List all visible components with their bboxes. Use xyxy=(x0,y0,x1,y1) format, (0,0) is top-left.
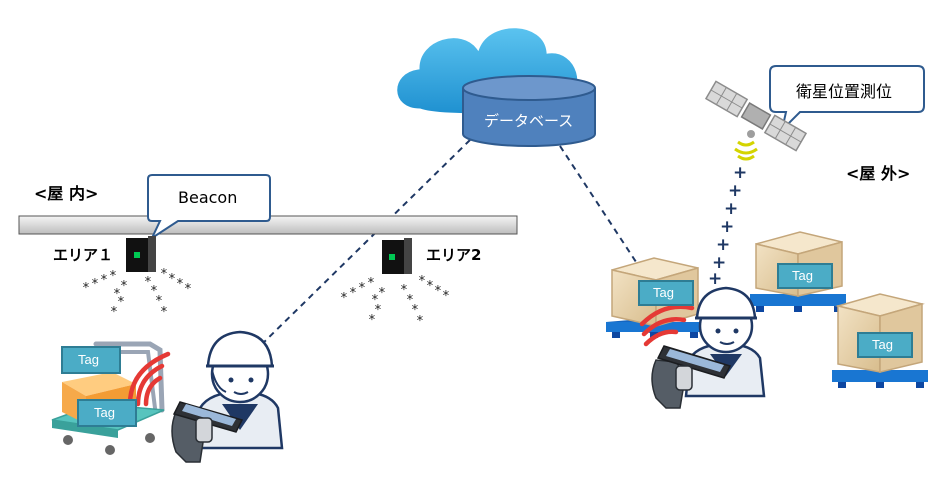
database-label: データベース xyxy=(484,112,574,130)
svg-text:*: * xyxy=(442,289,450,304)
beacon-emission-area2: **** **** **** **** xyxy=(340,274,450,329)
worker-icon xyxy=(684,286,766,398)
area1-label: エリア１ xyxy=(53,246,114,264)
rfid-wave-icon xyxy=(127,351,171,407)
line-db-to-indoor-worker xyxy=(257,139,471,349)
beacon-callout xyxy=(147,174,271,241)
svg-text:*: * xyxy=(349,286,357,301)
tag-icon xyxy=(777,263,833,289)
svg-text:*: * xyxy=(117,295,125,310)
svg-text:*: * xyxy=(358,281,366,296)
rfid-wave-icon xyxy=(639,304,695,347)
area2-label: エリア2 xyxy=(426,246,482,264)
svg-text:*: * xyxy=(371,293,379,308)
svg-text:*: * xyxy=(109,269,117,284)
tag-label: Tag xyxy=(792,268,813,283)
svg-text:*: * xyxy=(368,313,376,328)
svg-text:*: * xyxy=(406,293,414,308)
svg-text:*: * xyxy=(82,281,90,296)
line-db-to-outdoor-worker xyxy=(559,145,641,269)
tag-label: Tag xyxy=(872,337,893,352)
svg-text:*: * xyxy=(113,287,121,302)
handheld-scanner-icon xyxy=(171,401,244,463)
pallet-icon xyxy=(832,370,928,388)
svg-text:*: * xyxy=(400,283,408,298)
beacon-device-icon xyxy=(126,236,156,272)
svg-text:*: * xyxy=(374,303,382,318)
svg-text:*: * xyxy=(426,279,434,294)
svg-text:*: * xyxy=(416,314,424,329)
satellite-link-plus-signs: + + + + + + + xyxy=(708,163,747,289)
satellite-icon xyxy=(704,80,808,152)
svg-text:+: + xyxy=(712,253,726,273)
svg-text:*: * xyxy=(184,282,192,297)
svg-text:*: * xyxy=(411,303,419,318)
svg-text:*: * xyxy=(340,291,348,306)
svg-text:+: + xyxy=(708,269,722,289)
tag-icon xyxy=(638,280,694,306)
tag-label: Tag xyxy=(94,405,115,420)
svg-text:*: * xyxy=(150,284,158,299)
outdoor-label: <屋 外> xyxy=(846,164,911,183)
svg-text:*: * xyxy=(418,274,426,289)
tag-icon xyxy=(77,399,137,427)
svg-text:*: * xyxy=(110,305,118,320)
svg-text:*: * xyxy=(176,277,184,292)
tag-label: Tag xyxy=(653,285,674,300)
connection-lines xyxy=(257,139,641,349)
svg-text:+: + xyxy=(716,235,730,255)
svg-text:+: + xyxy=(720,217,734,237)
svg-text:*: * xyxy=(100,273,108,288)
tag-icon xyxy=(857,332,913,358)
satellite-callout xyxy=(769,65,925,134)
tag-label: Tag xyxy=(78,352,99,367)
svg-text:*: * xyxy=(168,272,176,287)
svg-text:*: * xyxy=(160,267,168,282)
svg-text:*: * xyxy=(120,279,128,294)
svg-text:*: * xyxy=(91,277,99,292)
indoor-label: <屋 内> xyxy=(34,184,99,203)
database-icon xyxy=(462,75,596,147)
svg-text:*: * xyxy=(155,294,163,309)
tag-icon xyxy=(61,346,121,374)
satellite-callout-label: 衛星位置測位 xyxy=(796,82,893,101)
satellite-signal-icon xyxy=(734,140,758,161)
svg-text:+: + xyxy=(724,199,738,219)
handheld-scanner-icon xyxy=(651,345,732,409)
svg-text:*: * xyxy=(434,284,442,299)
svg-text:+: + xyxy=(733,163,747,183)
beacon-device-icon xyxy=(382,238,412,274)
svg-text:*: * xyxy=(378,286,386,301)
beacon-callout-label: Beacon xyxy=(178,188,238,207)
svg-text:*: * xyxy=(367,276,375,291)
svg-text:+: + xyxy=(728,181,742,201)
svg-text:*: * xyxy=(160,305,168,320)
beacon-emission-area1: **** **** **** **** xyxy=(82,267,192,320)
svg-text:*: * xyxy=(144,275,152,290)
